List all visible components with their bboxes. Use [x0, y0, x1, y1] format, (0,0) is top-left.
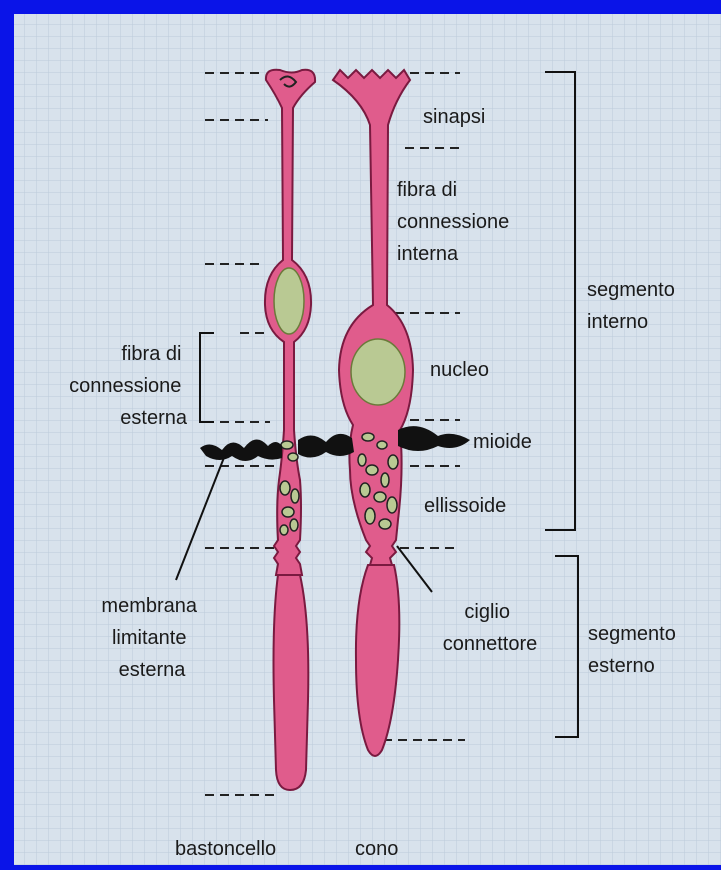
label-bastoncello: bastoncello	[175, 838, 276, 860]
rod-nucleus	[274, 268, 304, 334]
label-mioide: mioide	[473, 431, 532, 453]
label-cono: cono	[355, 838, 398, 860]
rod-outer-segment	[274, 575, 309, 790]
label-sinapsi: sinapsi	[423, 106, 485, 128]
cone-nucleus	[351, 339, 405, 405]
label-ellissoide: ellissoide	[424, 495, 506, 517]
label-nucleo: nucleo	[430, 359, 489, 381]
